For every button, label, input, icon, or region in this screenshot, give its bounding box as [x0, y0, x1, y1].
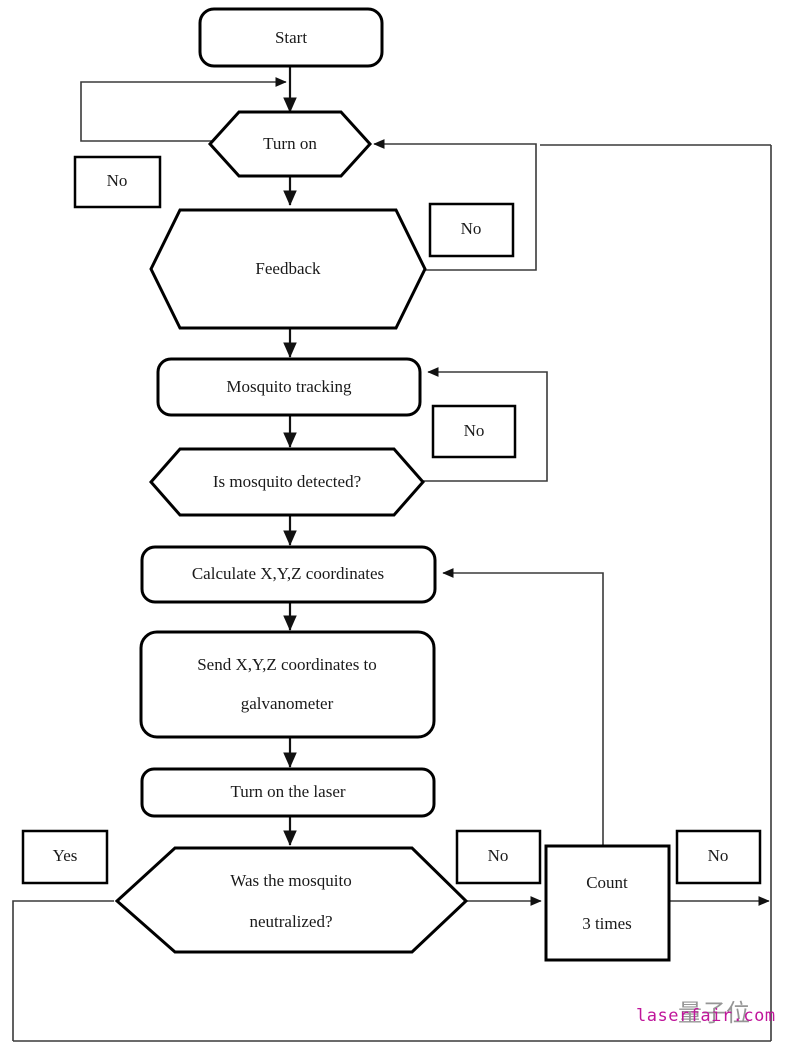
node-send-coordinates-label-line1: Send X,Y,Z coordinates to: [197, 655, 377, 674]
edge-label-box-neutralized-yes: [21, 829, 109, 885]
node-turn-on-laser-label: Turn on the laser: [230, 782, 345, 801]
node-send-coordinates[interactable]: [139, 630, 436, 739]
node-start[interactable]: [198, 7, 384, 68]
edge-label-turn-on-no: No: [107, 171, 128, 190]
node-send-coordinates-label-line2: galvanometer: [241, 694, 334, 713]
node-was-neutralized[interactable]: [114, 846, 469, 954]
node-calculate-coordinates-label: Calculate X,Y,Z coordinates: [192, 564, 384, 583]
edge-label-box-feedback-no: [428, 202, 515, 258]
node-turn-on-laser[interactable]: [140, 767, 436, 818]
node-feedback[interactable]: [149, 208, 427, 330]
node-count-label-line1: Count: [586, 873, 628, 892]
edge-label-detected-no: No: [464, 421, 485, 440]
node-was-neutralized-label-line1: Was the mosquito: [230, 871, 351, 890]
node-was-neutralized-label-line2: neutralized?: [249, 912, 332, 931]
node-calculate-coordinates[interactable]: [140, 545, 437, 604]
node-turn-on-label: Turn on: [263, 134, 317, 153]
node-turn-on[interactable]: [207, 110, 373, 178]
edge-label-box-detected-no: [431, 404, 517, 459]
node-feedback-label: Feedback: [255, 259, 321, 278]
edge-neutralized-yes-to-bottom: [12, 900, 114, 1041]
node-is-mosquito-detected[interactable]: [149, 447, 425, 517]
edge-label-box-turn-on-no: [73, 155, 162, 209]
edge-feedback-no-loop: [373, 139, 537, 271]
edge-label-neutralized-yes: Yes: [53, 846, 78, 865]
edge-label-box-neutralized-no: [455, 829, 542, 885]
node-count[interactable]: [544, 844, 671, 962]
node-start-label: Start: [275, 28, 307, 47]
edge-turn-on-no-loop: [80, 77, 287, 142]
edge-label-box-count-no: [675, 829, 762, 885]
edge-label-neutralized-no: No: [488, 846, 509, 865]
edge-detected-no-loop: [423, 367, 548, 482]
node-count-label-line2: 3 times: [582, 914, 632, 933]
node-mosquito-tracking-label: Mosquito tracking: [226, 377, 352, 396]
edge-count-to-calculate: [442, 568, 604, 846]
edge-label-feedback-no: No: [461, 219, 482, 238]
edge-label-count-no: No: [708, 846, 729, 865]
node-is-mosquito-detected-label: Is mosquito detected?: [213, 472, 361, 491]
node-mosquito-tracking[interactable]: [156, 357, 422, 417]
